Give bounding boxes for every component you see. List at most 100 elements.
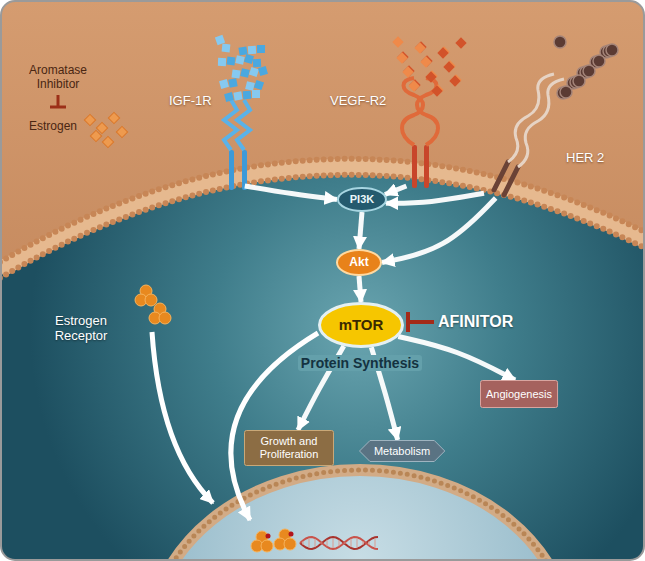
dna-rung: [321, 542, 322, 543]
receptor-lobe: [261, 540, 273, 552]
receptor: VEGF-R2: [326, 36, 460, 186]
receptor-transmembrane: [412, 145, 417, 188]
dna-rung: [339, 540, 340, 547]
ligand-diamond: [432, 84, 443, 95]
hexagon-outline: [359, 441, 444, 462]
dna-rung: [309, 538, 310, 548]
receptor-lobe: [159, 312, 171, 324]
ligand-square: [222, 44, 231, 53]
ligand-diamond: [431, 85, 442, 96]
node-label: Angiogenesis: [486, 388, 552, 401]
ligand-ball: [554, 36, 566, 48]
ellipse-outline: [337, 250, 381, 275]
receptor-chain: [508, 74, 554, 162]
box-outline: [245, 431, 334, 466]
signal-arrow: [359, 212, 362, 249]
signal-ellipse: Akt: [336, 249, 382, 276]
node-label: Growth and Proliferation: [250, 435, 328, 460]
ligand-square: [249, 67, 259, 77]
node-label: mTOR: [339, 316, 384, 333]
dna-rung: [345, 542, 346, 543]
dna-strand: [300, 537, 378, 549]
signal-arrow: [245, 186, 337, 200]
dna-strand: [300, 537, 378, 549]
receptor-chain: [224, 100, 237, 150]
drug-label: AFINITOR: [438, 313, 513, 331]
annotation-label: Aromatase Inhibitor: [18, 64, 98, 92]
ligand-diamond: [403, 65, 414, 76]
ligand-diamond: [409, 79, 420, 90]
ligand-diamond: [450, 74, 461, 85]
binding-dot: [266, 534, 271, 539]
annotation-label: Estrogen: [29, 120, 77, 134]
ligand-ball: [606, 44, 618, 56]
signal-arrow: [386, 193, 484, 203]
dna-rung: [369, 541, 370, 545]
ligand-square: [238, 46, 247, 55]
receptor-lobe: [145, 294, 157, 306]
ligand-diamond: [449, 75, 460, 86]
estrogen-diamond: [84, 114, 95, 125]
node-label: HER 2: [566, 151, 604, 166]
dna-rung: [303, 541, 304, 545]
node-label: Akt: [349, 256, 368, 270]
ligand-diamond: [426, 70, 437, 81]
node-label: IGF-1R: [169, 94, 212, 109]
ligand-diamond: [420, 56, 431, 67]
ligand-ball: [583, 65, 595, 77]
signal-arrow: [385, 186, 406, 195]
ligand-square: [248, 46, 257, 55]
estrogen-diamond: [102, 136, 113, 147]
ligand-diamond: [402, 66, 413, 77]
ligand-square: [218, 58, 226, 66]
receptor-transmembrane: [424, 145, 429, 188]
label-holder: Estrogen Receptor: [36, 314, 126, 344]
target-ellipse: mTOR: [318, 302, 404, 348]
ligand-square: [227, 57, 236, 66]
receptor: IGF-1R: [165, 36, 260, 186]
ligand-square: [231, 69, 240, 78]
membrane-lipid-heads: [1, 175, 644, 278]
ligand-square: [215, 35, 225, 45]
ligand-square: [224, 92, 234, 102]
ligand-ball: [560, 86, 572, 98]
ligand-diamond: [437, 47, 448, 58]
ligand-square: [254, 80, 264, 90]
label-holder: Aromatase Inhibitor: [18, 64, 98, 92]
ligand-diamond: [397, 51, 408, 62]
ligand-square: [235, 55, 244, 64]
node-label: PI3K: [350, 193, 374, 206]
node-label: VEGF-R2: [330, 94, 386, 109]
ligand-square: [245, 81, 255, 91]
dna-rung: [363, 541, 364, 545]
label-holder: AFINITOR: [438, 313, 538, 331]
ligand-square: [219, 79, 229, 89]
nuclear-membrane-beads: [150, 470, 570, 560]
ligand-diamond: [455, 37, 466, 48]
ligand-diamond: [396, 52, 407, 63]
her2-receptor: [494, 36, 618, 195]
signal-ellipse: PI3K: [337, 187, 387, 212]
estrogen-diamond: [90, 130, 101, 141]
receptor-lobe: [284, 538, 296, 550]
ligand-diamond: [392, 36, 403, 47]
dna-rung: [327, 540, 328, 547]
cell-membrane: [1, 167, 644, 270]
ligand-ball: [593, 55, 605, 67]
dna-rung: [315, 539, 316, 547]
estrogen-receptor-icon: [251, 531, 273, 552]
label-holder: Estrogen: [22, 116, 84, 134]
ligand-square: [243, 91, 252, 100]
ligand-square: [240, 68, 250, 78]
signal-arrow: [382, 198, 496, 263]
nucleus: [150, 470, 570, 560]
vegf-r2-receptor: [392, 36, 466, 188]
inhibitor-mark: [50, 95, 66, 107]
ligand-square: [258, 66, 268, 76]
receptor-chain: [237, 100, 250, 150]
ligand-diamond: [425, 71, 436, 82]
inhibitor-mark: [408, 312, 434, 332]
